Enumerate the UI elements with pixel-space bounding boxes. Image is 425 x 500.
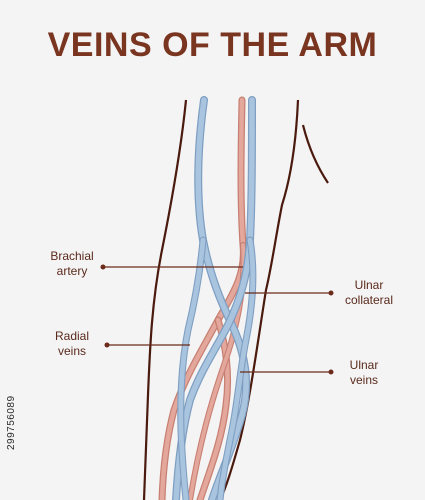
label-ulnar-collateral: Ulnar collateral	[334, 278, 404, 308]
label-ulnar-veins: Ulnar veins	[334, 358, 394, 388]
label-radial-veins: Radial veins	[40, 329, 104, 359]
arm-outline-right	[219, 99, 300, 500]
stock-id: 299756089	[6, 395, 17, 450]
page-title: VEINS OF THE ARM	[47, 26, 378, 64]
leader-radial-veins	[104, 342, 190, 348]
arm-outline-left	[142, 99, 188, 500]
label-line: veins	[57, 344, 86, 358]
leader-ulnar-veins	[240, 369, 334, 375]
label-line: Brachial	[50, 249, 94, 263]
label-line: artery	[56, 264, 88, 278]
label-line: veins	[349, 373, 378, 387]
label-line: Radial	[54, 329, 90, 343]
label-brachial-artery: Brachial artery	[40, 249, 104, 279]
label-line: Ulnar	[349, 358, 379, 372]
leader-ulnar-collateral	[245, 290, 334, 296]
label-line: Ulnar	[354, 278, 384, 292]
label-line: collateral	[344, 293, 394, 307]
leader-brachial-artery	[100, 264, 243, 270]
shoulder-outline	[301, 124, 329, 184]
